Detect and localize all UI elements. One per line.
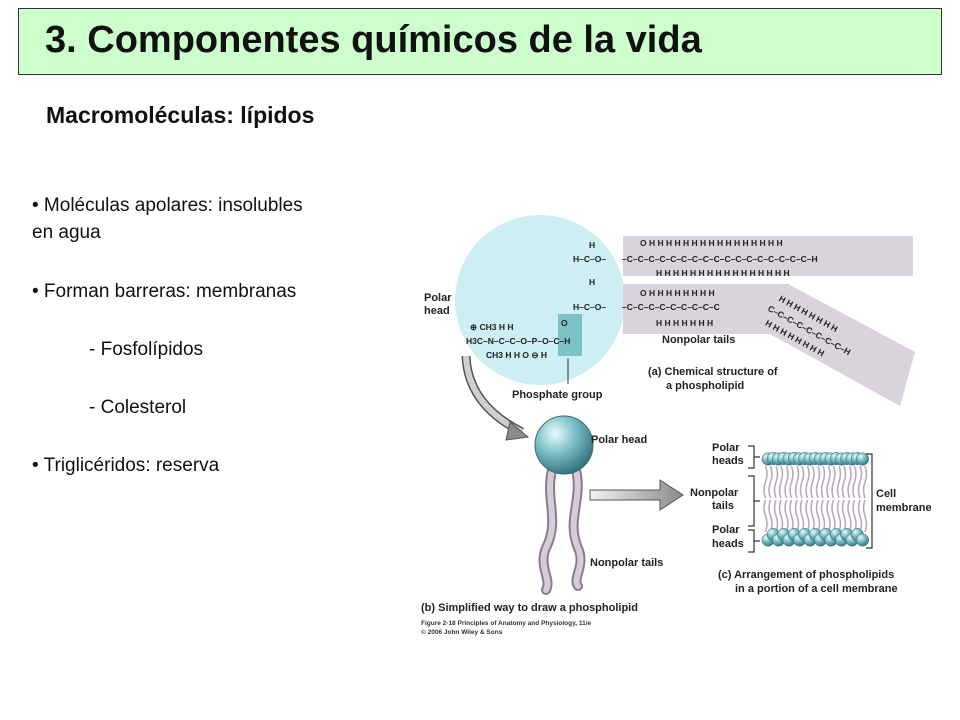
caption-c-line1: (c) Arrangement of phospholipids <box>718 569 894 581</box>
cell-membrane-diagram <box>761 452 869 547</box>
bullet-item-continued: en agua <box>32 222 101 243</box>
curved-arrow <box>505 421 530 441</box>
c-polar-heads-top-label-2: heads <box>712 455 744 467</box>
phosphate-box <box>558 314 582 356</box>
figure-credit-1: Figure 2-18 Principles of Anatomy and Ph… <box>421 620 592 627</box>
c-nonpolar-label: Nonpolar <box>690 487 739 499</box>
polar-head-label: Polar <box>424 292 452 304</box>
straight-arrow <box>589 479 684 511</box>
simplified-phospholipid <box>534 415 594 595</box>
caption-a-line2: a phospholipid <box>666 380 744 392</box>
polar-head-b-label: Polar head <box>591 434 647 446</box>
svg-text:H3C–N–C–C–O–P–O–C–H: H3C–N–C–C–O–P–O–C–H <box>466 336 570 346</box>
caption-c-line2: in a portion of a cell membrane <box>735 583 898 595</box>
polar-head-label-2: head <box>424 305 450 317</box>
tail-band-top <box>623 236 913 276</box>
nonpolar-tails-label: Nonpolar tails <box>662 334 735 346</box>
bullet-list: • Moléculas apolares: insolubles en agua… <box>32 192 382 479</box>
svg-text:O: O <box>561 318 568 328</box>
svg-text:–C–C–C–C–C–C–C–C–C–C–C–C–C–C–C: –C–C–C–C–C–C–C–C–C–C–C–C–C–C–C–C–C–H <box>622 254 818 264</box>
svg-text:H–C–O–: H–C–O– <box>573 254 606 264</box>
fatty-acid-tail-top: O H H H H H H H H H H H H H H H H –C–C–C… <box>622 238 818 278</box>
glycerol-backbone: H H–C–O– H H–C–O– ⊕ CH3 H H H3C–N–C–C–O–… <box>466 240 606 360</box>
c-polar-heads-top-label: Polar <box>712 442 740 454</box>
c-cell-label: Cell <box>876 488 896 500</box>
svg-text:O H H H H H H H H: O H H H H H H H H <box>640 288 715 298</box>
slide-subtitle: Macromoléculas: lípidos <box>46 102 315 128</box>
svg-text:H: H <box>589 277 595 287</box>
sub-bullet-item: - Colesterol <box>89 397 187 418</box>
polar-head-circle <box>455 215 625 385</box>
svg-text:H H H H H H H H H H: H H H H H H H H H H H H H H H H <box>656 268 790 278</box>
svg-text:H: H <box>589 240 595 250</box>
caption-a-line1: (a) Chemical structure of <box>648 366 778 378</box>
bullet-item: • Triglicéridos: reserva <box>32 455 220 476</box>
c-membrane-label: membrane <box>876 502 932 514</box>
svg-text:–C–C–C–C–C–C–C–C–C: –C–C–C–C–C–C–C–C–C <box>622 302 720 312</box>
sub-bullet-item: - Fosfolípidos <box>89 339 204 360</box>
slide-title: 3. Componentes químicos de la vida <box>45 19 702 61</box>
c-polar-heads-bottom-label-2: heads <box>712 538 744 550</box>
nonpolar-tails-b-label: Nonpolar tails <box>590 557 663 569</box>
tail-band-bottom <box>623 284 915 406</box>
svg-text:⊕ CH3 H H: ⊕ CH3 H H <box>470 322 514 332</box>
bullet-item: • Moléculas apolares: insolubles <box>32 195 303 216</box>
caption-b: (b) Simplified way to draw a phospholipi… <box>421 602 638 614</box>
membrane-brackets <box>748 445 873 553</box>
phosphate-group-label: Phosphate group <box>512 389 603 401</box>
title-banner: 3. Componentes químicos de la vida <box>18 8 942 75</box>
figure-credit-2: © 2006 John Wiley & Sons <box>421 628 503 636</box>
bullet-item: • Forman barreras: membranas <box>32 281 297 302</box>
c-polar-heads-bottom-label: Polar <box>712 524 740 536</box>
svg-text:CH3 H H O ⊖ H: CH3 H H O ⊖ H <box>486 350 547 360</box>
svg-text:H H H H H H H: H H H H H H H <box>656 318 713 328</box>
c-nonpolar-label-2: tails <box>712 500 734 512</box>
svg-text:O H H H H H H H H H: O H H H H H H H H H H H H H H H H <box>640 238 783 248</box>
svg-text:H–C–O–: H–C–O– <box>573 302 606 312</box>
